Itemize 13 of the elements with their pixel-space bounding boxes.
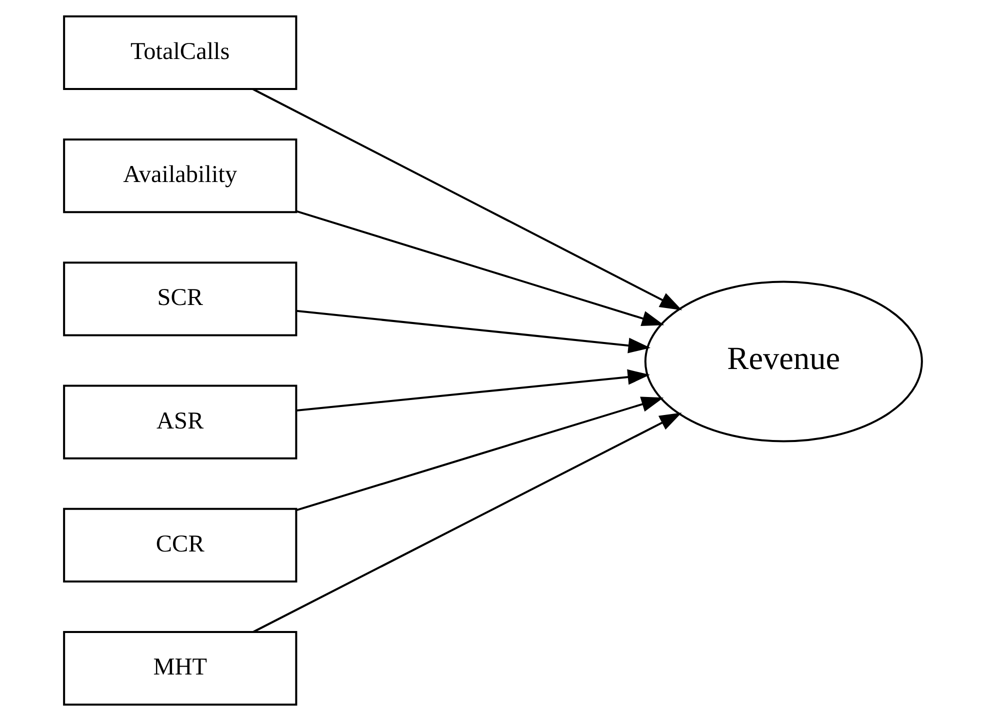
node-box: MHT [62,630,297,706]
node-ellipse: Revenue [644,280,922,442]
arrow [296,396,664,512]
arrow [296,210,664,326]
node-box: Availability [62,138,297,214]
node-box: TotalCalls [62,15,297,90]
arrow [252,412,682,633]
node-box: CCR [62,508,297,583]
arrow [296,310,650,354]
arrow [252,88,682,310]
node-box: SCR [62,262,297,336]
arrow [296,369,650,412]
node-box: ASR [62,384,297,460]
